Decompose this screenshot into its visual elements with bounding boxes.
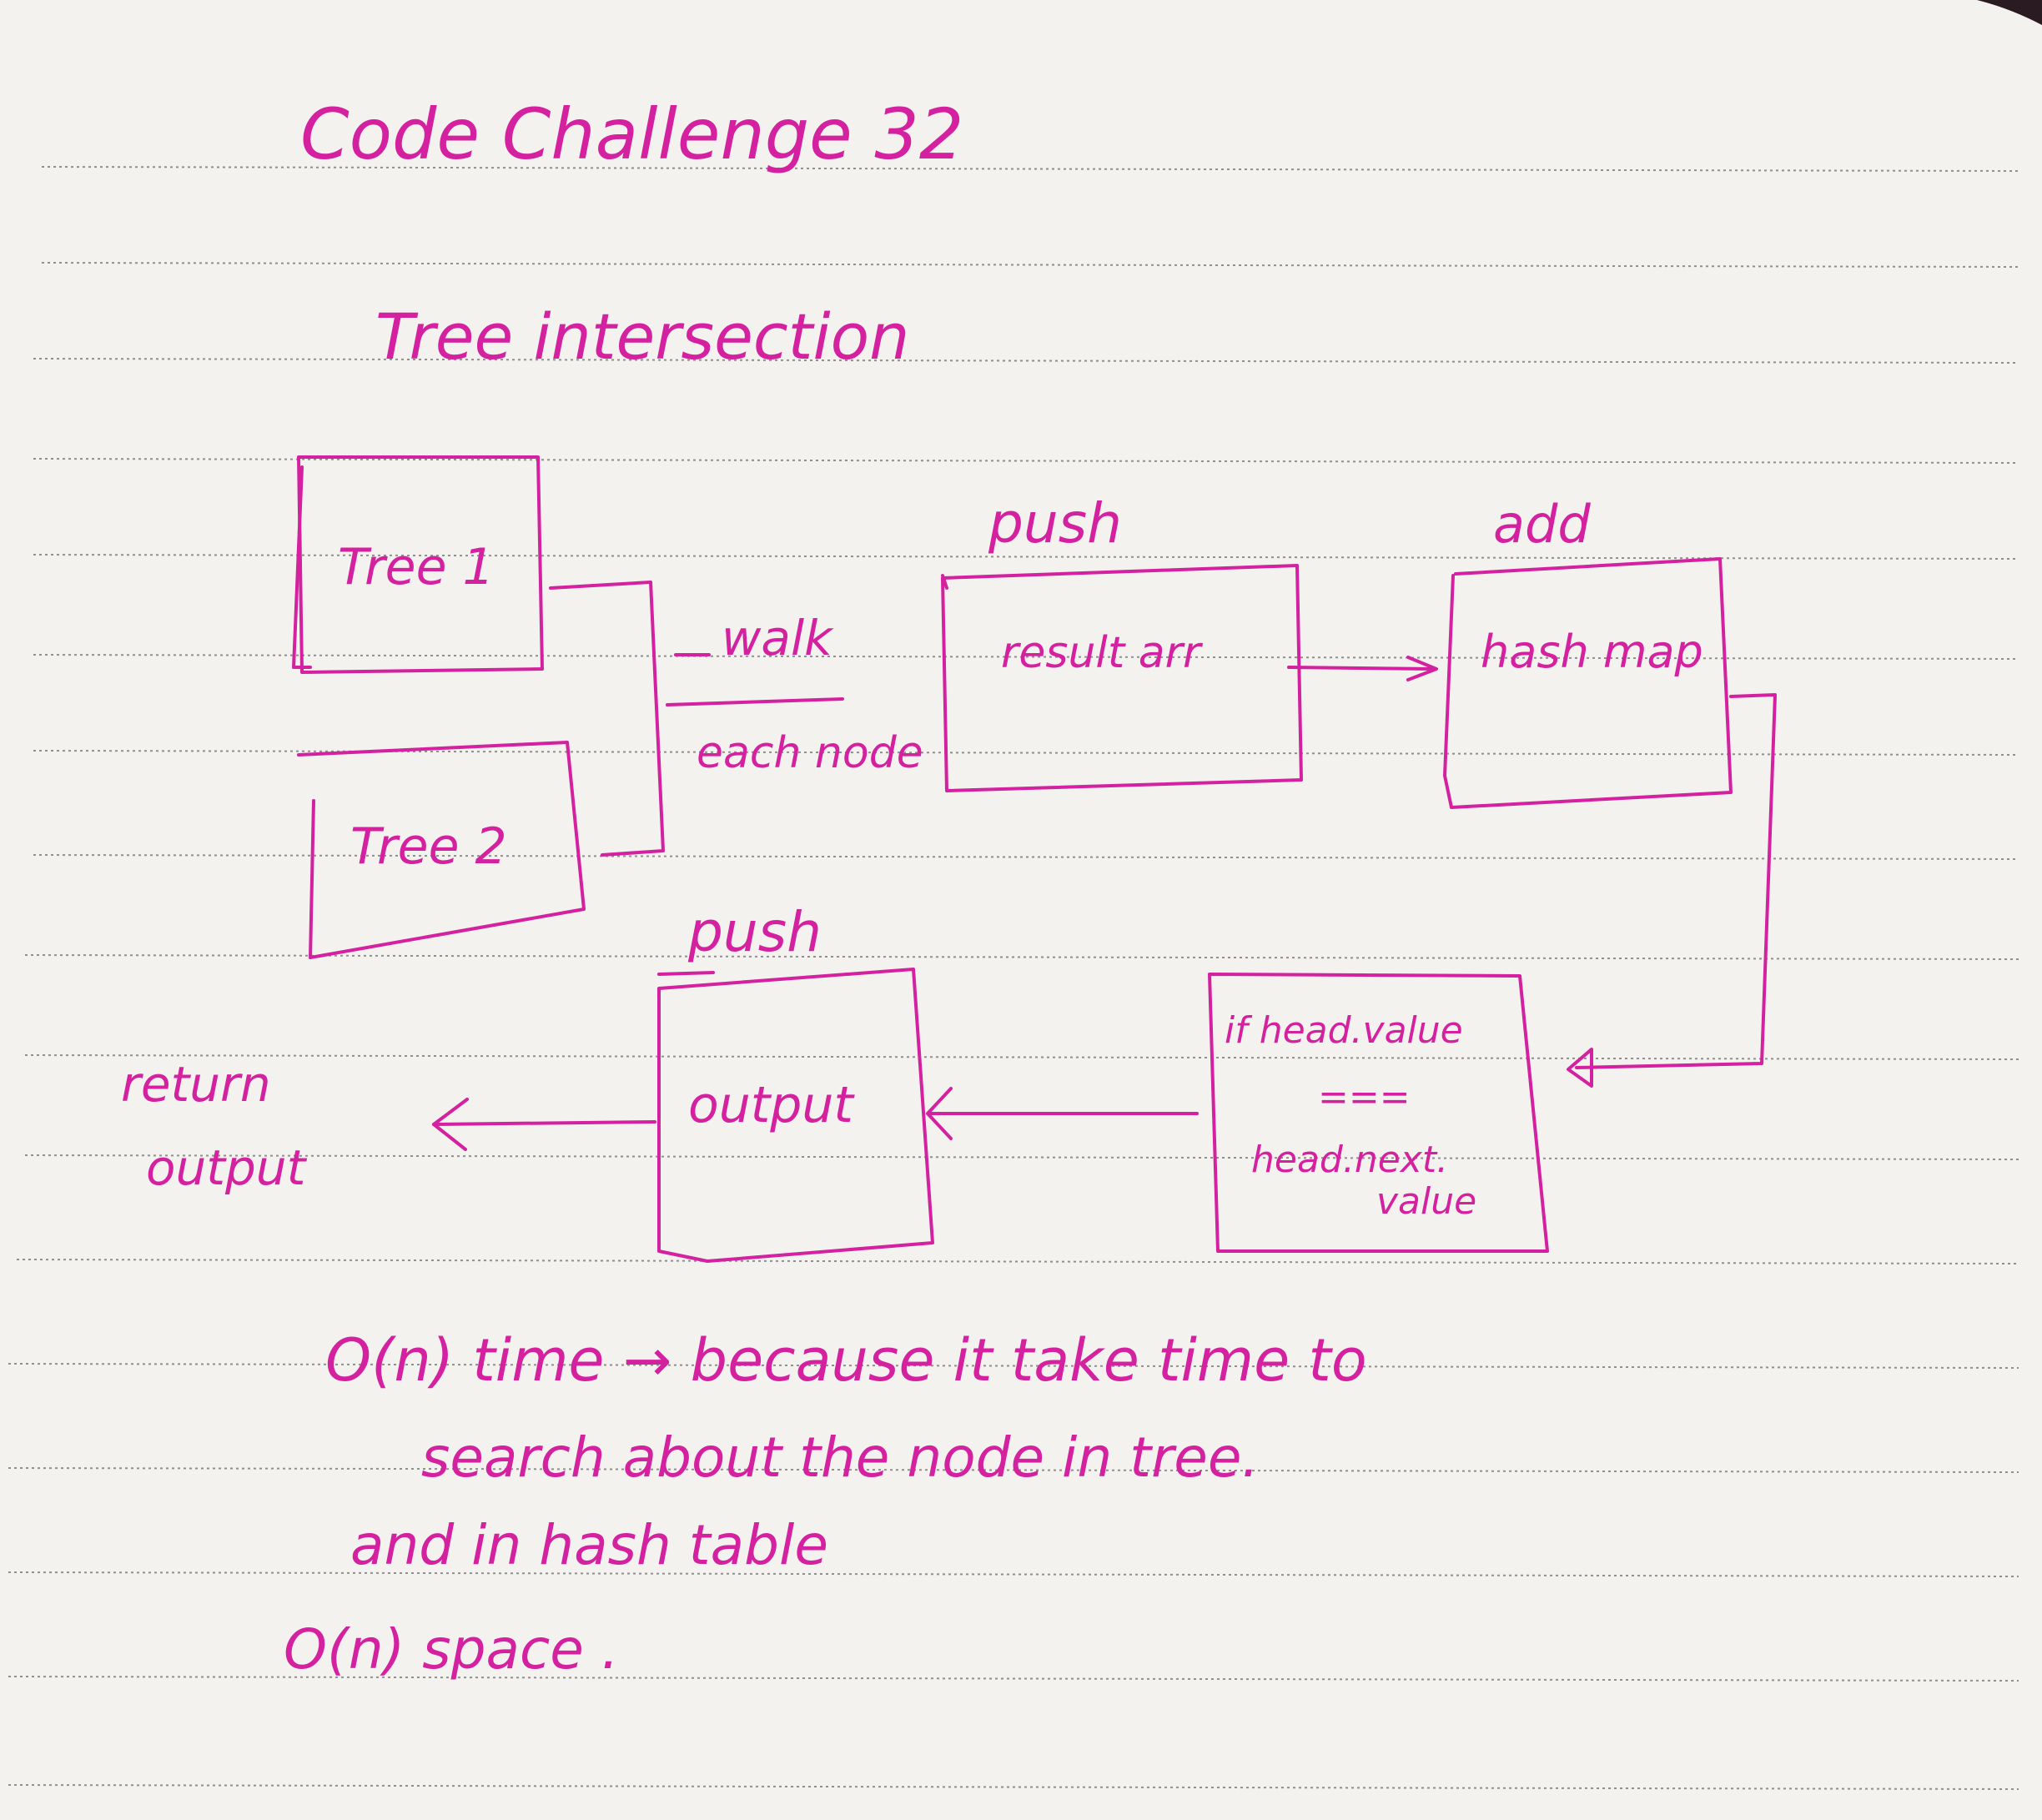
note-line4: O(n) space . (284, 1617, 619, 1682)
condition-node: if head.value === head.next. value (1208, 973, 1549, 1253)
tree2-label: Tree 2 (350, 817, 507, 876)
walk-connector (666, 697, 844, 706)
arrow-output-to-return (432, 1098, 656, 1151)
tree1-node: Tree 1 (292, 455, 544, 674)
tree-join-bracket (549, 581, 665, 857)
return-line2: output (146, 1139, 308, 1196)
push-label-1: push (988, 491, 1122, 556)
hashmap-label: hash map (1481, 626, 1703, 678)
note-line1: O(n) time → because it take time to (325, 1326, 1367, 1395)
note-line3: and in hash table (350, 1513, 828, 1577)
condition-line3: head.next. (1251, 1139, 1448, 1181)
condition-line2: === (1318, 1076, 1411, 1119)
tree2-node: Tree 2 (297, 741, 586, 959)
note-line2: search about the node in tree. (421, 1425, 1259, 1490)
condition-line4: value (1376, 1180, 1476, 1223)
each-node-label: each node (697, 728, 923, 778)
tree1-label: Tree 1 (338, 538, 495, 596)
hashmap-node: hash map (1443, 557, 1733, 809)
page-subtitle: Tree intersection (375, 299, 909, 374)
condition-line1: if head.value (1225, 1009, 1463, 1052)
arrow-hashmap-to-condition (1567, 693, 1777, 1088)
add-label: add (1493, 494, 1591, 555)
push-label-2: push (687, 900, 822, 964)
return-line1: return (121, 1056, 271, 1113)
result-arr-node: result arr (941, 564, 1303, 792)
walk-label: walk (722, 610, 834, 666)
page-title: Code Challenge 32 (300, 93, 963, 175)
ruled-lines (8, 166, 2019, 1790)
arrow-result-to-hashmap (1287, 656, 1438, 681)
output-label: output (688, 1076, 855, 1134)
result-arr-label: result arr (1001, 628, 1204, 678)
arrow-condition-to-output (926, 1087, 1199, 1140)
output-node: output (657, 968, 934, 1263)
